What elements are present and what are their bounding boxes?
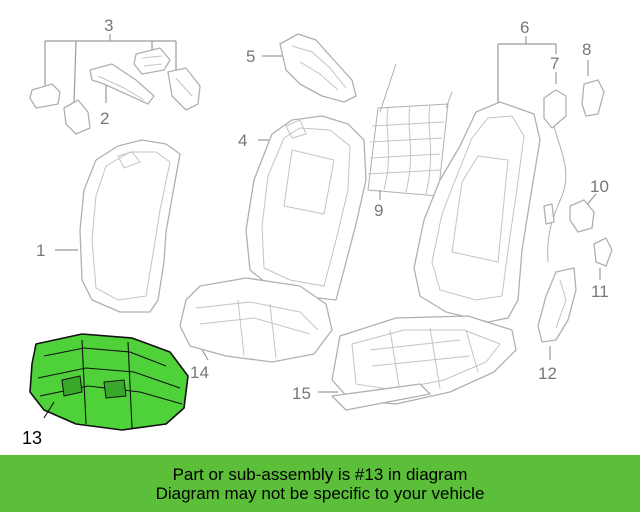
callout-8: 8	[582, 40, 591, 59]
callout-10: 10	[590, 177, 609, 196]
callout-5: 5	[246, 47, 255, 66]
callout-13: 13	[22, 428, 42, 448]
callout-3: 3	[104, 16, 113, 35]
part-3-clip-group	[29, 34, 201, 135]
banner-line-part: Part or sub-assembly is #13 in diagram	[172, 464, 468, 484]
callout-7: 7	[550, 54, 559, 73]
seat-parts-diagram: 3 2 5 6 7 8 4 9 10 1 11 12 14 15 13	[22, 16, 613, 448]
callout-12: 12	[538, 364, 557, 383]
part-15-seat-track	[318, 315, 517, 411]
callout-15: 15	[292, 384, 311, 403]
part-7-cable	[543, 72, 567, 263]
part-1-back-cover	[55, 139, 181, 313]
part-6-back-frame	[413, 36, 557, 323]
part-13-cushion-pad	[29, 333, 189, 431]
callout-4: 4	[238, 131, 247, 150]
part-4-back-pad	[245, 115, 367, 301]
callout-9: 9	[374, 201, 383, 220]
callout-14: 14	[190, 363, 209, 382]
callout-6: 6	[520, 18, 529, 37]
part-14-cushion-cover	[179, 277, 333, 363]
callout-1: 1	[36, 241, 45, 260]
part-11-cap	[593, 237, 613, 280]
part-10-handle	[569, 193, 597, 233]
banner-line-disclaimer: Diagram may not be specific to your vehi…	[155, 483, 485, 503]
part-8-clip	[581, 60, 605, 117]
part-12-side-shield	[537, 267, 577, 360]
callout-11: 11	[591, 282, 609, 301]
info-banner: Part or sub-assembly is #13 in diagram D…	[0, 455, 640, 512]
part-5-bracket	[262, 33, 357, 103]
callout-labels: 3 2 5 6 7 8 4 9 10 1 11 12 14 15 13	[22, 16, 609, 448]
part-9-spring-mat	[367, 63, 453, 200]
callout-2: 2	[100, 109, 109, 128]
